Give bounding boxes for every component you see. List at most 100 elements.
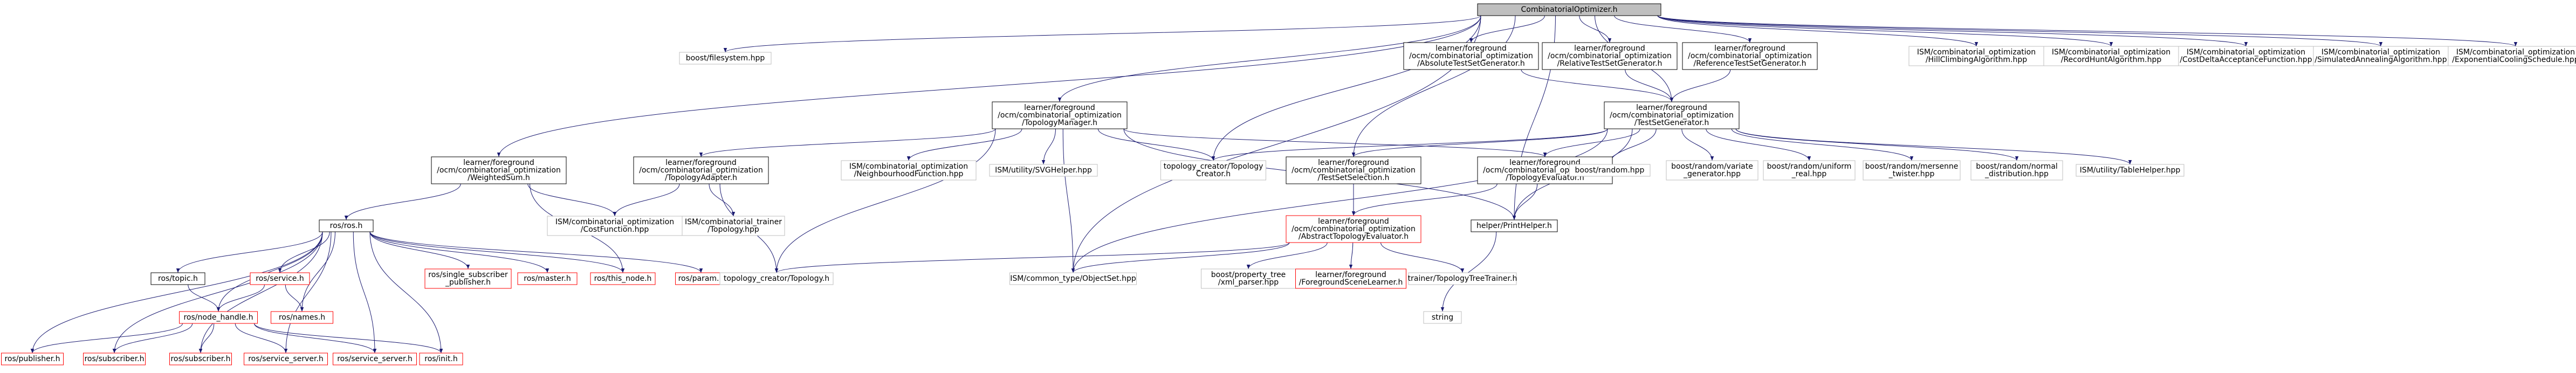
node-label-line: learner/foreground (1315, 271, 1386, 279)
node-label: learner/foreground/ocm/combinatorial_opt… (1688, 44, 1812, 68)
graph-node-rosparam[interactable]: ros/param.h (675, 272, 727, 285)
node-box (419, 353, 463, 365)
node-label-line: ISM/combinatorial_optimization (849, 162, 968, 171)
node-box (1160, 160, 1266, 181)
edge-root-to-rel (1579, 15, 1612, 43)
node-label-line: ros/service.h (256, 274, 304, 283)
node-label: boost/random/mersenne_twister.hpp (1865, 162, 1959, 178)
node-label-line: boost/random/mersenne (1865, 162, 1959, 171)
node-label-line: /ReferenceTestSetGenerator.h (1694, 59, 1806, 68)
graph-node-trainertop[interactable]: ISM/combinatorial_trainer/Topology.hpp (682, 216, 785, 236)
graph-node-tsel[interactable]: learner/foreground/ocm/combinatorial_opt… (1286, 156, 1421, 184)
node-label-line: ros/master.h (524, 274, 571, 283)
node-label: ISM/combinatorial_trainer/Topology.hpp (685, 218, 782, 234)
graph-node-srvsrv1[interactable]: ros/service_server.h (244, 353, 328, 365)
edge-abseval-to-bptree (1246, 242, 1328, 270)
graph-node-svg[interactable]: ISM/utility/SVGHelper.hpp (989, 164, 1098, 177)
graph-node-srvsrv2[interactable]: ros/service_server.h (333, 353, 417, 365)
graph-node-topadapt[interactable]: learner/foreground/ocm/combinatorial_opt… (633, 156, 769, 184)
graph-node-printhelper[interactable]: helper/PrintHelper.h (1471, 219, 1558, 232)
node-box (841, 160, 977, 181)
edge-tsg-to-teval (1543, 128, 1640, 157)
node-label-line: /ocm/combinatorial_optimization (1409, 52, 1533, 60)
node-box (1201, 268, 1296, 289)
edge-nodehandle-to-pub (30, 323, 183, 354)
graph-node-bmersenne[interactable]: boost/random/mersenne_twister.hpp (1863, 160, 1961, 181)
node-label-line: /ocm/combinatorial_optimization (1610, 111, 1734, 120)
edge-rosros-to-rosservice (278, 231, 330, 273)
graph-node-ref[interactable]: learner/foreground/ocm/combinatorial_opt… (1682, 42, 1818, 70)
graph-node-simanneal[interactable]: ISM/combinatorial_optimization/Simulated… (2313, 46, 2449, 66)
node-label-line: /CostDeltaAcceptanceFunction.hpp (2180, 56, 2312, 64)
node-label-line: ros/publisher.h (4, 355, 60, 363)
graph-node-rosservice[interactable]: ros/service.h (250, 272, 310, 285)
graph-node-rostopic[interactable]: ros/topic.h (150, 272, 205, 285)
node-label: learner/foreground/ocm/combinatorial_opt… (437, 158, 561, 182)
graph-node-wsum[interactable]: learner/foreground/ocm/combinatorial_opt… (431, 156, 567, 184)
node-box (1295, 268, 1406, 289)
graph-node-table[interactable]: ISM/utility/TableHelper.hpp (2076, 164, 2185, 177)
graph-node-buniform[interactable]: boost/random/uniform_real.hpp (1763, 160, 1856, 181)
node-label-line: /ExponentialCoolingSchedule.hpp (2452, 56, 2576, 64)
node-label: ros/this_node.h (594, 274, 652, 283)
graph-node-string[interactable]: string (1423, 311, 1462, 324)
node-label: ros/topic.h (158, 274, 198, 283)
graph-node-singlesub[interactable]: ros/single_subscriber_publisher.h (424, 268, 512, 289)
node-box (1666, 160, 1758, 181)
node-label: ros/master.h (524, 274, 571, 283)
node-label-line: ros/this_node.h (594, 274, 652, 283)
graph-node-treetrainer[interactable]: trainer/TopologyTreeTrainer.h (1408, 272, 1517, 285)
graph-node-fgscene[interactable]: learner/foreground/ForegroundSceneLearne… (1295, 268, 1406, 289)
graph-node-costfn[interactable]: ISM/combinatorial_optimization/CostFunct… (547, 216, 683, 236)
graph-node-thisnode[interactable]: ros/this_node.h (590, 272, 656, 285)
node-label: ros/service_server.h (248, 355, 324, 363)
edge-rosservice-to-nodehandle (216, 284, 265, 312)
graph-node-expcool[interactable]: ISM/combinatorial_optimization/Exponenti… (2448, 46, 2576, 66)
node-label: ISM/combinatorial_optimization/CostFunct… (555, 218, 674, 234)
graph-node-bnormal[interactable]: boost/random/normal_distribution.hpp (1970, 160, 2063, 181)
graph-node-rosmaster[interactable]: ros/master.h (517, 272, 578, 285)
node-box (2043, 46, 2179, 66)
graph-node-record[interactable]: ISM/combinatorial_optimization/RecordHun… (2043, 46, 2179, 66)
node-label-line: /AbstractTopologyEvaluator.h (1299, 232, 1409, 241)
graph-node-sub1[interactable]: ros/subscriber.h (83, 353, 146, 365)
edge-rosros-to-sub2 (198, 231, 323, 354)
graph-node-costdelta[interactable]: ISM/combinatorial_optimization/CostDelta… (2178, 46, 2314, 66)
node-label-line: _publisher.h (445, 278, 491, 287)
graph-node-nodehandle[interactable]: ros/node_handle.h (179, 311, 258, 324)
node-box (547, 216, 683, 236)
graph-node-rel[interactable]: learner/foreground/ocm/combinatorial_opt… (1542, 42, 1678, 70)
graph-node-brandom[interactable]: boost/random.hpp (1569, 164, 1651, 177)
graph-node-hill[interactable]: ISM/combinatorial_optimization/HillClimb… (1908, 46, 2044, 66)
edge-topadapt-to-trainertop (709, 183, 736, 217)
graph-node-rosnames[interactable]: ros/names.h (271, 311, 333, 324)
node-label: ISM/combinatorial_optimization/HillClimb… (1917, 48, 2036, 64)
graph-node-sub2[interactable]: ros/subscriber.h (169, 353, 232, 365)
graph-node-tsg[interactable]: learner/foreground/ocm/combinatorial_opt… (1604, 101, 1740, 129)
graph-node-ttopology[interactable]: topology_creator/Topology.h (719, 272, 834, 285)
graph-node-objectset[interactable]: ISM/common_type/ObjectSet.hpp (1009, 272, 1137, 285)
graph-node-bvargen[interactable]: boost/random/variate_generator.hpp (1666, 160, 1758, 181)
graph-node-init[interactable]: ros/init.h (419, 353, 463, 365)
graph-node-fs[interactable]: boost/filesystem.hpp (679, 52, 772, 65)
node-box (424, 268, 512, 289)
graph-node-root[interactable]: CombinatorialOptimizer.h (1477, 3, 1661, 16)
node-label-line: topology_creator/Topology (1164, 162, 1263, 171)
node-label-line: /ocm/combinatorial_optimization (639, 166, 763, 175)
graph-node-bptree[interactable]: boost/property_tree/xml_parser.hpp (1201, 268, 1296, 289)
node-label-line: ISM/common_type/ObjectSet.hpp (1010, 274, 1136, 283)
edge-tsg-to-objectset (1071, 128, 1608, 273)
node-box (1286, 215, 1421, 243)
graph-node-pub[interactable]: ros/publisher.h (1, 353, 64, 365)
graph-node-abseval[interactable]: learner/foreground/ocm/combinatorial_opt… (1286, 215, 1421, 243)
node-label-line: /Topology.hpp (707, 225, 759, 234)
graph-node-rosros[interactable]: ros/ros.h (319, 219, 374, 232)
node-label-line: ros/init.h (424, 355, 458, 363)
graph-node-topman[interactable]: learner/foreground/ocm/combinatorial_opt… (992, 101, 1128, 129)
graph-node-abs[interactable]: learner/foreground/ocm/combinatorial_opt… (1403, 42, 1539, 70)
node-label: topology_creator/Topology.h (724, 274, 829, 283)
graph-node-neigh[interactable]: ISM/combinatorial_optimization/Neighbour… (841, 160, 977, 181)
node-label: ISM/utility/SVGHelper.hpp (995, 166, 1092, 175)
node-label-line: learner/foreground (1636, 103, 1707, 112)
